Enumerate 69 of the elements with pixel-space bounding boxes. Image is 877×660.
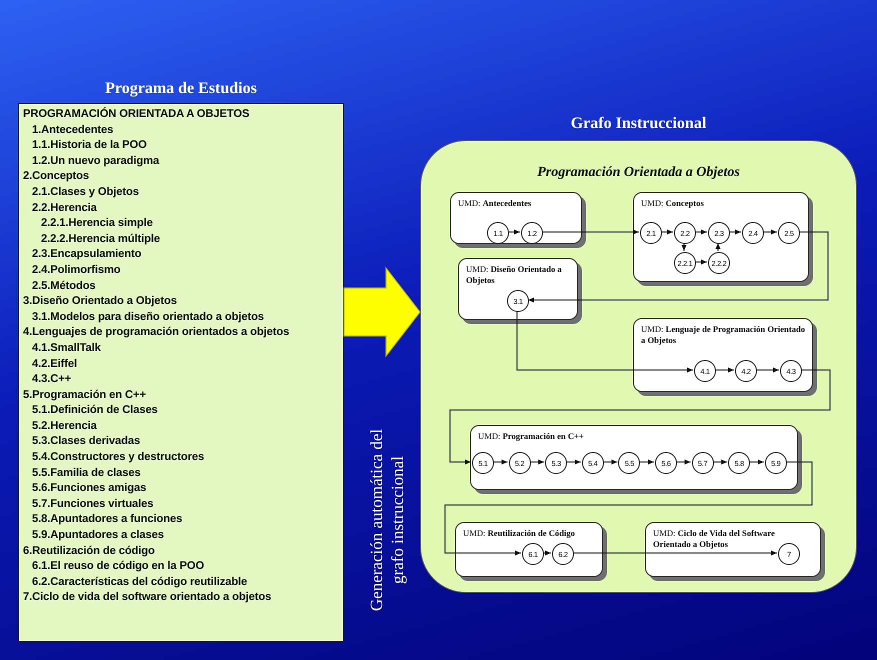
connector-arrow xyxy=(450,370,830,464)
connector-arrow xyxy=(492,460,508,464)
syllabus-item: 5.9.Apuntadores a clases xyxy=(31,528,165,544)
connector-arrow xyxy=(714,368,734,372)
syllabus-item: 7.Ciclo de vida del software orientado a objetos xyxy=(23,590,272,606)
unit-title: UMD: Diseño Orientado a Objetos xyxy=(466,264,563,285)
unit-title: UMD: Lenguaje de Programación Orientado a Objetos xyxy=(641,324,806,345)
connector-arrow xyxy=(694,230,708,234)
syllabus-item: 1.Antecedentes xyxy=(31,122,114,138)
connector-arrow xyxy=(712,460,728,464)
syllabus-item: 2.Conceptos xyxy=(23,169,90,184)
connector-arrow xyxy=(542,230,640,234)
connector-arrow xyxy=(529,460,545,464)
syllabus-item: 5.5.Familia de clases xyxy=(31,466,142,481)
syllabus-item: 1.2.Un nuevo paradigma xyxy=(31,154,160,169)
syllabus-item: 2.2.Herencia xyxy=(31,200,98,216)
syllabus-item: 6.Reutilización de código xyxy=(23,544,156,559)
syllabus-item: 4.2.Eiffel xyxy=(31,356,78,372)
syllabus-item: 4.3.C++ xyxy=(31,372,72,388)
unit-title: UMD: Ciclo de Vida del Software Orientado a Objetos xyxy=(653,528,776,549)
syllabus-item: 5.7.Funciones virtuales xyxy=(31,496,154,512)
connector-arrow xyxy=(542,550,552,556)
syllabus-item: 5.2.Herencia xyxy=(31,418,98,434)
connector-arrow xyxy=(728,230,742,234)
syllabus-item: 1.1.Historia de la POO xyxy=(31,138,148,154)
syllabus-item: 5.4.Constructores y destructores xyxy=(31,450,206,466)
syllabus-item: 6.2.Características del código reutilizable xyxy=(31,574,248,590)
panel-heading: Programa de Estudios xyxy=(104,80,258,98)
unit-title: UMD: Antecedentes xyxy=(458,198,532,208)
connector-arrow xyxy=(748,460,764,464)
connector-arrow xyxy=(682,242,686,252)
unit-title: UMD: Reutilización de Código xyxy=(463,528,576,538)
connector-arrow xyxy=(756,368,780,372)
syllabus-item: PROGRAMACIÓN ORIENTADA A OBJETOS xyxy=(23,107,250,122)
connector-arrow xyxy=(444,462,812,556)
connector-arrow xyxy=(566,460,582,464)
graph-subtitle: Programación Orientada a Objetos xyxy=(536,165,741,181)
connector-arrow xyxy=(602,460,618,464)
connector-arrow xyxy=(638,460,654,464)
syllabus-item: 5.Programación en C++ xyxy=(23,388,147,403)
syllabus-item: 5.8.Apuntadores a funciones xyxy=(31,512,184,528)
connector-arrow xyxy=(508,230,520,234)
syllabus-item: 3.Diseño Orientado a Objetos xyxy=(23,294,178,310)
syllabus-item: 5.6.Funciones amigas xyxy=(31,481,148,496)
syllabus-item: 2.2.2.Herencia múltiple xyxy=(40,232,161,247)
syllabus-item: 4.Lenguajes de programación orientados a objetos xyxy=(23,325,290,340)
rotated-caption: Generación automática del grafo instruccional xyxy=(366,428,408,614)
syllabus-item: 2.4.Polimorfismo xyxy=(31,262,122,278)
connector-arrow xyxy=(676,460,692,464)
syllabus-item: 4.1.SmallTalk xyxy=(31,340,102,356)
connector-arrow xyxy=(762,230,778,234)
syllabus-item: 5.3.Clases derivadas xyxy=(31,434,142,450)
syllabus-item: 2.2.1.Herencia simple xyxy=(40,216,154,232)
unit-title: UMD: Programación en C++ xyxy=(478,431,585,442)
connector-arrow xyxy=(528,232,828,302)
syllabus-item: 2.3.Encapsulamiento xyxy=(31,247,142,262)
block-arrow xyxy=(344,266,421,358)
connector-arrow xyxy=(716,242,720,252)
syllabus-item: 6.1.El reuso de código en la POO xyxy=(31,559,206,574)
connector-arrow xyxy=(572,550,778,556)
connector-arrow xyxy=(516,310,694,372)
connector-arrow xyxy=(694,260,708,264)
syllabus-item: 3.1.Modelos para diseño orientado a objetos xyxy=(31,310,265,325)
syllabus-item: 5.1.Definición de Clases xyxy=(31,403,159,418)
syllabus-item: 2.5.Métodos xyxy=(31,278,97,294)
connector-arrow xyxy=(660,230,674,234)
syllabus-item: 2.1.Clases y Objetos xyxy=(31,184,140,200)
unit-title: UMD: Conceptos xyxy=(641,198,705,208)
graph-heading: Grafo Instruccional xyxy=(570,115,708,133)
